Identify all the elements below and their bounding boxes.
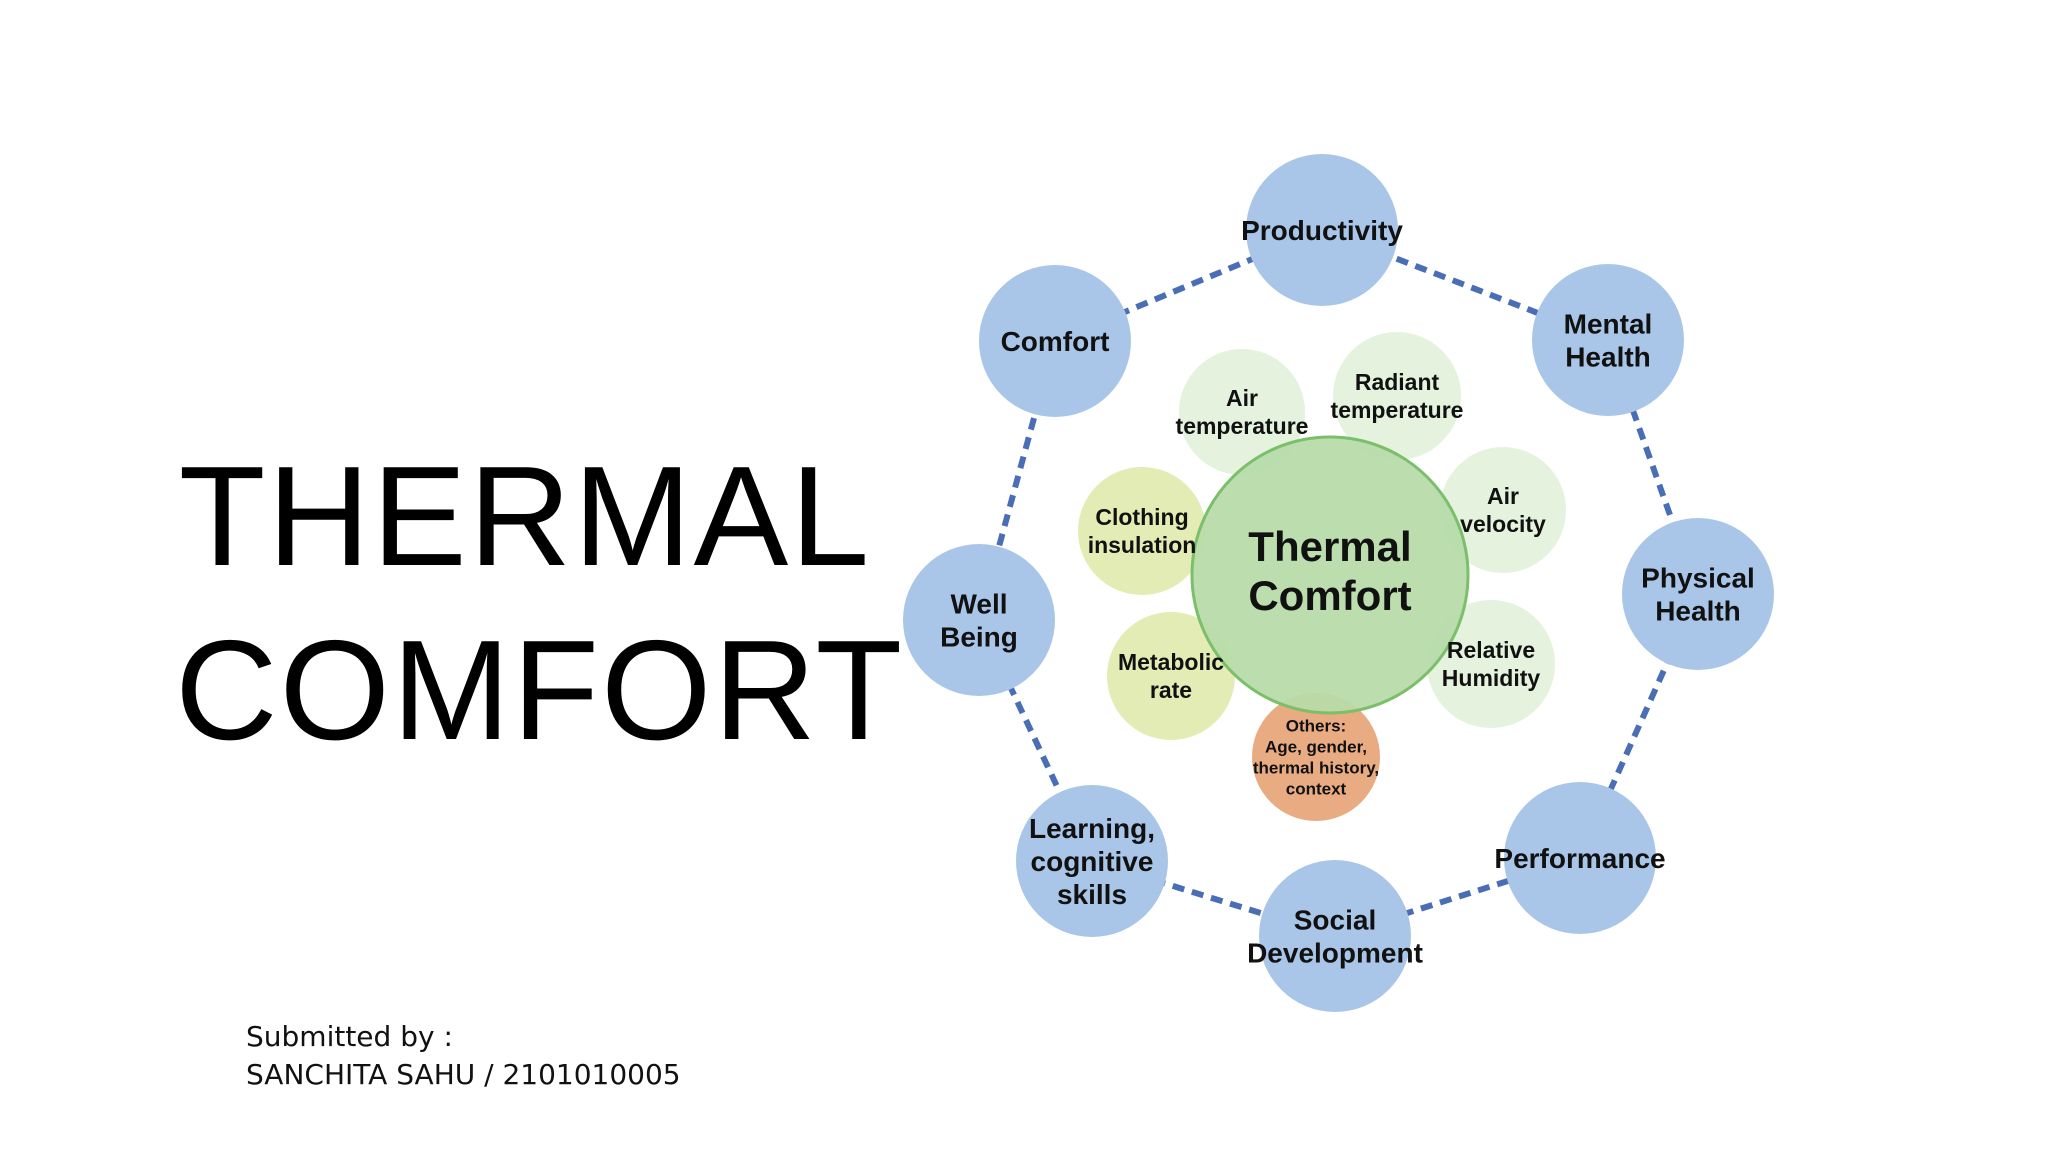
factor-circle-relative-humidity [1427, 600, 1555, 728]
factor-relative-humidity [1427, 600, 1555, 728]
submitted-by-block: Submitted by : SANCHITA SAHU / 210101000… [246, 1018, 681, 1094]
outcome-social-development [1259, 860, 1411, 1012]
outcome-label-performance: Performance [1494, 843, 1665, 874]
center-thermal-comfort [1190, 435, 1470, 715]
factor-circle-air-temperature [1179, 349, 1305, 475]
submitted-label: Submitted by : [246, 1020, 453, 1053]
outcome-circle-physical-health [1622, 518, 1774, 670]
factor-metabolic-rate [1107, 612, 1235, 740]
factor-circle-others [1252, 693, 1380, 821]
outcome-circle-learning-cognitive-skills [1016, 785, 1168, 937]
submitted-name: SANCHITA SAHU / 2101010005 [246, 1058, 681, 1091]
outcome-physical-health [1622, 518, 1774, 670]
outcome-circle-mental-health [1532, 264, 1684, 416]
outcome-circle-well-being [903, 544, 1055, 696]
factor-air-temperature [1179, 349, 1305, 475]
outcome-circle-comfort [979, 265, 1131, 417]
outcome-circle-social-development [1259, 860, 1411, 1012]
outcome-performance [1504, 782, 1656, 934]
factor-circle-air-velocity [1440, 447, 1566, 573]
factor-circle-radiant-temperature [1333, 332, 1461, 460]
outcome-circle-performance [1504, 782, 1656, 934]
outcome-circle-productivity [1246, 154, 1398, 306]
outcome-productivity [1246, 154, 1398, 306]
factor-clothing-insulation [1078, 467, 1206, 595]
outcome-label-comfort: Comfort [1001, 326, 1110, 357]
factor-label-others: Others:Age, gender,thermal history,conte… [1253, 716, 1379, 798]
factor-circle-clothing-insulation [1078, 467, 1206, 595]
center-circle [1190, 435, 1470, 715]
factor-radiant-temperature [1333, 332, 1461, 460]
outcome-comfort [979, 265, 1131, 417]
factor-circle-metabolic-rate [1107, 612, 1235, 740]
factor-others [1252, 693, 1380, 821]
title-line-1: THERMAL [178, 437, 872, 596]
outcome-label-productivity: Productivity [1241, 215, 1403, 246]
outcome-learning-cognitive-skills [1016, 785, 1168, 937]
factor-air-velocity [1440, 447, 1566, 573]
title-line-2: COMFORT [175, 611, 905, 770]
outcome-mental-health [1532, 264, 1684, 416]
slide-title: THERMAL COMFORT [175, 430, 905, 778]
outcome-well-being [903, 544, 1055, 696]
